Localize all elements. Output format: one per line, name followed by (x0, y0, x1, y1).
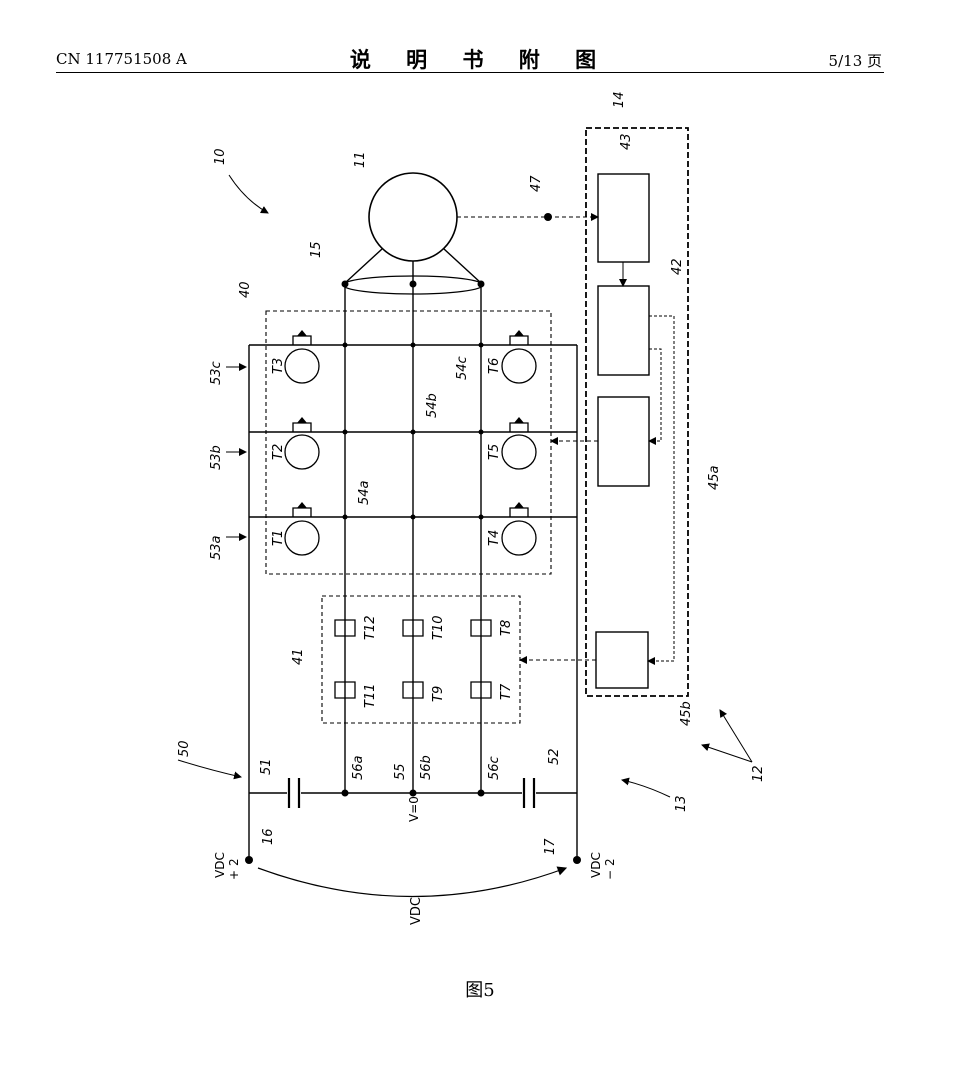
label-40: 40 (238, 281, 253, 298)
label-41: 41 (291, 648, 306, 665)
label-16: 16 (261, 828, 276, 845)
label-vdc-right: VDC (589, 852, 603, 878)
label-56b: 56b (419, 755, 434, 780)
label-11: 11 (353, 151, 368, 168)
label-T4: T4 (487, 530, 502, 546)
label-15: 15 (309, 241, 324, 258)
label-13: 13 (674, 795, 689, 812)
header-rule (56, 72, 884, 73)
label-T1: T1 (271, 530, 286, 546)
label-56c: 56c (487, 756, 502, 780)
label-vdc-left-sign: + (227, 870, 241, 880)
label-vdc-right-den: 2 (603, 858, 617, 866)
document-id: CN 117751508 A (56, 50, 187, 68)
label-54b: 54b (425, 393, 440, 418)
motor-circle (368, 172, 458, 262)
mosfet-transistors (334, 619, 492, 699)
label-T3: T3 (271, 358, 286, 374)
page-title: 说 明 书 附 图 (349, 47, 611, 72)
label-v0: V=0 (407, 796, 421, 822)
label-50: 50 (177, 740, 192, 757)
capacitor-52 (522, 778, 536, 808)
label-T11: T11 (363, 684, 378, 708)
circuit-diagram: 10 11 12 13 14 15 16 17 40 41 42 43 45a … (177, 91, 766, 925)
label-vdc: VDC (409, 897, 424, 925)
label-53a: 53a (209, 535, 224, 560)
label-10: 10 (213, 148, 228, 165)
label-47: 47 (529, 175, 544, 192)
label-T6: T6 (487, 358, 502, 374)
switch-block-41 (321, 595, 521, 724)
label-T7: T7 (499, 683, 514, 700)
label-43: 43 (619, 133, 634, 150)
control-unit-14 (585, 127, 689, 697)
motor-leads (344, 248, 482, 284)
label-T2: T2 (271, 444, 286, 460)
label-vdc-right-sign: − (603, 870, 617, 880)
label-vdc-left: VDC (213, 852, 227, 878)
label-vdc-left-den: 2 (227, 858, 241, 866)
page-number: 5/13 页 (828, 52, 882, 70)
label-53b: 53b (209, 445, 224, 470)
label-52: 52 (547, 748, 562, 765)
label-T10: T10 (431, 616, 446, 640)
label-42: 42 (670, 258, 685, 275)
label-17: 17 (543, 838, 558, 855)
label-12: 12 (751, 765, 766, 782)
label-45b: 45b (679, 701, 694, 726)
label-T8: T8 (499, 620, 514, 636)
block-45b (595, 631, 649, 689)
block-45a (597, 396, 650, 487)
label-56a: 56a (351, 755, 366, 780)
label-55: 55 (393, 763, 408, 780)
label-T5: T5 (487, 444, 502, 460)
label-45a: 45a (707, 465, 722, 490)
label-54a: 54a (357, 480, 372, 505)
label-T9: T9 (431, 686, 446, 702)
block-42 (597, 285, 650, 376)
capacitor-51 (287, 778, 301, 808)
vdc-arc (257, 866, 568, 898)
label-T12: T12 (363, 616, 378, 640)
label-53c: 53c (209, 361, 224, 385)
label-54c: 54c (455, 356, 470, 380)
figure-caption: 图5 (465, 980, 495, 1001)
block-43 (597, 173, 650, 263)
label-14: 14 (612, 91, 627, 108)
label-51: 51 (259, 758, 274, 775)
